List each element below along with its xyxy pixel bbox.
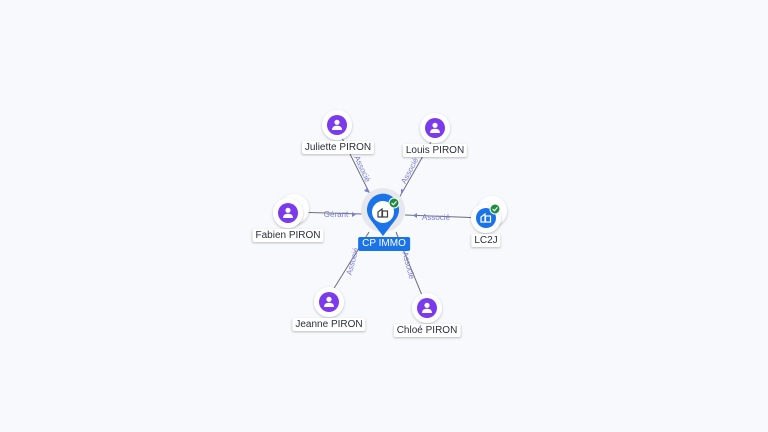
center-node-label[interactable]: CP IMMO xyxy=(358,237,410,251)
verified-check-icon xyxy=(489,203,501,215)
node-label-juliette[interactable]: Juliette PIRON xyxy=(301,141,375,154)
person-icon xyxy=(422,302,432,313)
person-icon xyxy=(430,122,440,133)
center-node[interactable] xyxy=(361,188,405,236)
node-label-louis[interactable]: Louis PIRON xyxy=(402,144,468,157)
node-juliette[interactable] xyxy=(322,110,352,140)
node-jeanne[interactable] xyxy=(314,287,344,317)
person-icon xyxy=(332,119,342,130)
node-fabien[interactable] xyxy=(273,194,309,228)
edge-label-juliette: Associé xyxy=(352,154,372,184)
edge-label-louis: Associé xyxy=(399,156,420,185)
node-louis[interactable] xyxy=(420,113,450,143)
building-icon xyxy=(377,207,389,218)
person-icon xyxy=(324,296,334,307)
edge-lc2j[interactable]: Associé xyxy=(404,213,485,222)
building-icon xyxy=(480,212,492,223)
node-label-chloe[interactable]: Chloé PIRON xyxy=(393,324,461,337)
person-icon xyxy=(283,207,293,218)
node-lc2j[interactable] xyxy=(471,196,507,233)
edge-label-fabien: Gérant xyxy=(324,210,349,219)
node-label-jeanne[interactable]: Jeanne PIRON xyxy=(292,318,366,331)
node-chloe[interactable] xyxy=(412,293,442,323)
verified-check-icon xyxy=(388,197,400,209)
edge-label-lc2j: Associé xyxy=(422,213,451,222)
node-label-lc2j[interactable]: LC2J xyxy=(471,234,501,247)
edge-label-chloe: Associé xyxy=(400,251,416,281)
node-label-fabien[interactable]: Fabien PIRON xyxy=(252,229,324,242)
